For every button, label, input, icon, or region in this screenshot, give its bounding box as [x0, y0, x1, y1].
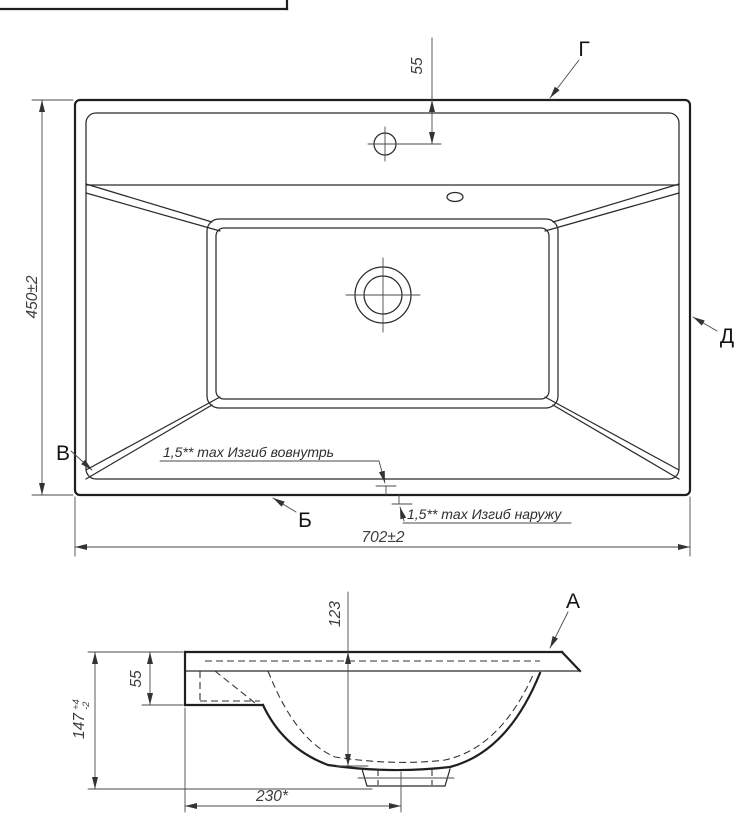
label-b: Б — [298, 509, 312, 532]
label-v: В — [56, 442, 70, 465]
slope-top-left-outer — [85, 183, 213, 223]
plan-point-labels: Г Д В Б — [56, 38, 734, 532]
label-a-leader — [549, 611, 569, 649]
faucet-hole — [367, 126, 442, 162]
slope-bottom-right-inner — [544, 396, 680, 471]
dim-faucet-offset: 55 — [409, 37, 435, 145]
bowl-outer-profile — [261, 671, 542, 772]
slope-top-right-outer — [552, 183, 680, 223]
slope-top-right-inner — [544, 192, 680, 232]
label-a: А — [566, 590, 580, 613]
dim-bowl-depth-text: 123 — [327, 601, 344, 627]
dim-section-height-tol-lower: -2 — [81, 701, 92, 710]
sink-inner-rim — [85, 112, 680, 480]
dim-overall-width: 702±2 — [74, 496, 691, 557]
drain-hole — [345, 257, 421, 333]
slope-bottom-left-inner — [85, 396, 221, 471]
bow-outward-leader — [399, 506, 407, 522]
bowl-inner-profile — [267, 670, 534, 763]
basin-opening — [206, 218, 559, 409]
bow-inward-text: 1,5** max Изгиб вовнутрь — [163, 444, 334, 460]
dim-section-height-text: 147 — [71, 712, 88, 739]
sink-outer-contour — [73, 98, 692, 497]
label-g: Г — [578, 38, 589, 61]
deck-right-chamfer — [560, 650, 582, 673]
label-v-leader — [70, 450, 93, 471]
dim-overall-height-text: 450±2 — [24, 275, 41, 318]
section-view: 123 55 147 +4 -2 230* А — [71, 590, 582, 813]
dim-drain-offset: 230* — [184, 707, 402, 813]
drain-boss — [361, 768, 451, 787]
dim-section-height-tol-upper: +4 — [71, 699, 82, 710]
label-d-leader — [692, 316, 718, 332]
bow-annotations: 1,5** max Изгиб вовнутрь 1,5** max Изгиб… — [159, 444, 572, 524]
overflow-channel — [214, 670, 256, 704]
slope-bottom-right-outer — [552, 404, 680, 480]
dim-overall-height: 450±2 — [24, 99, 74, 496]
label-g-leader — [549, 59, 580, 99]
section-point-labels: А — [549, 590, 580, 649]
basin-bottom — [215, 227, 550, 400]
overflow-hole — [446, 191, 464, 203]
section-outline — [183, 650, 582, 787]
section-hidden-edges — [199, 660, 540, 785]
label-b-leader — [272, 497, 297, 513]
slope-top-left-inner — [85, 192, 221, 232]
dim-faucet-offset-text: 55 — [409, 57, 426, 75]
plan-view: 55 450±2 702±2 1,5** max Изгиб вовнутрь — [24, 37, 734, 557]
frame-fragment — [0, 0, 289, 11]
dim-rim-height: 55 — [87, 651, 184, 706]
label-d: Д — [720, 325, 734, 348]
bow-outward-text: 1,5** max Изгиб наружу — [407, 506, 562, 522]
dim-bowl-depth: 123 — [327, 591, 369, 767]
dim-rim-height-text: 55 — [128, 670, 145, 688]
basin-slope-lines — [85, 183, 680, 480]
dim-section-height: 147 +4 -2 — [71, 651, 373, 790]
slope-bottom-left-outer — [85, 404, 213, 480]
bow-inward-leader — [378, 460, 386, 484]
dim-overall-width-text: 702±2 — [362, 529, 405, 546]
dim-drain-offset-text: 230* — [255, 788, 289, 805]
